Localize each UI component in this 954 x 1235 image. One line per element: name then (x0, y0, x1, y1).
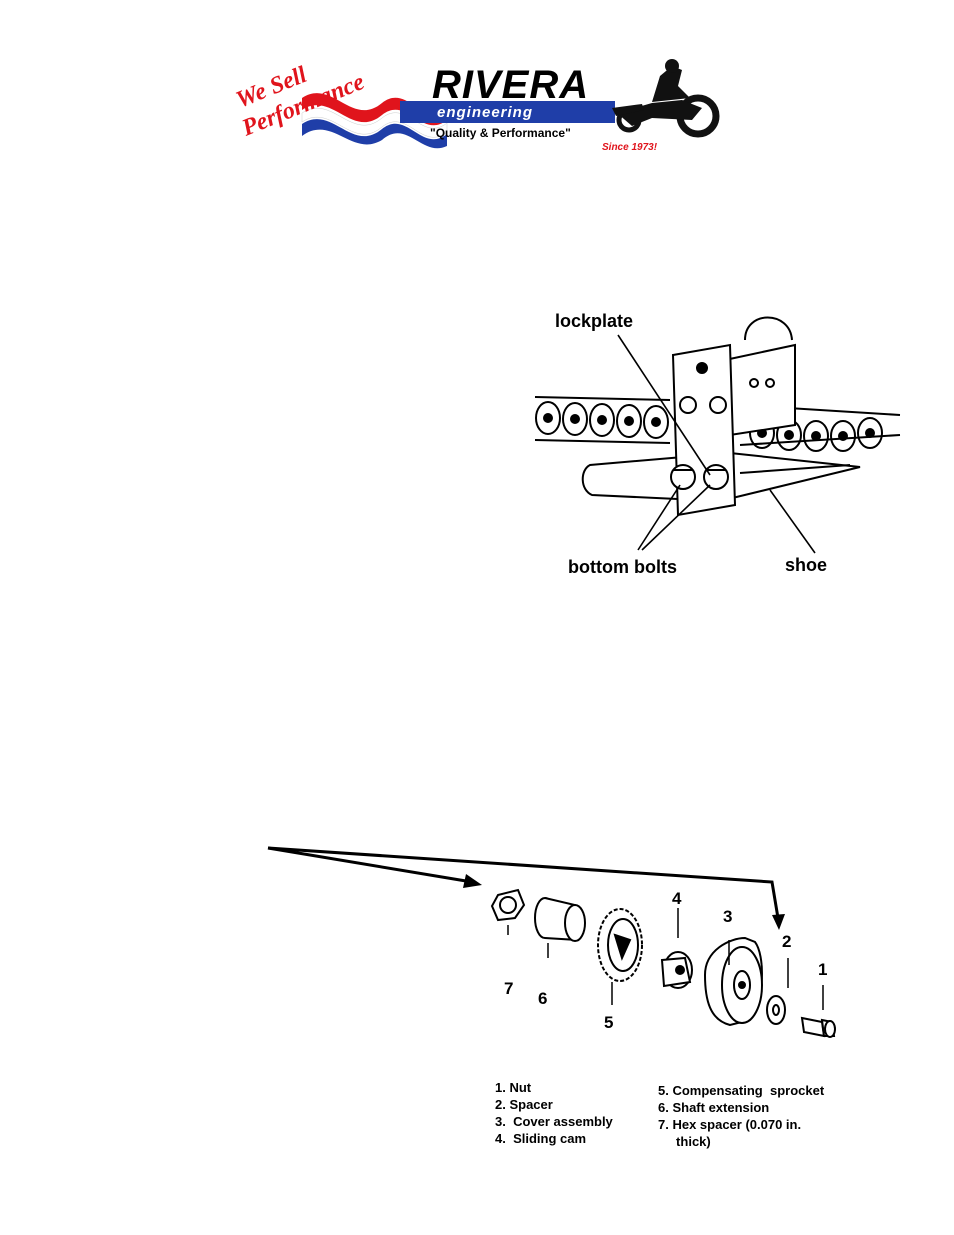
brand-name: RIVERA (432, 63, 589, 107)
part-number-3: 3 (723, 907, 732, 926)
sprocket-part (597, 908, 643, 982)
legend-item: 3. Cover assembly (495, 1114, 613, 1129)
legend-item: 7. Hex spacer (0.070 in. (658, 1117, 802, 1132)
legend-item: 4. Sliding cam (495, 1131, 587, 1146)
spacer-part (766, 995, 786, 1025)
nut-part (800, 1016, 836, 1038)
brand-tagline: "Quality & Performance" (430, 126, 571, 140)
legend-item: thick) (658, 1134, 711, 1149)
since-year: Since 1973! (602, 142, 658, 153)
motorcycle-icon (612, 59, 720, 138)
engineering-banner (400, 101, 615, 123)
legend-item: 2. Spacer (495, 1097, 553, 1112)
label-shoe: shoe (785, 555, 827, 575)
part-number-5: 5 (604, 1013, 613, 1032)
label-lockplate: lockplate (555, 311, 633, 331)
part-number-2: 2 (782, 932, 791, 951)
brand-subname: engineering (437, 104, 533, 121)
legend-item: 5. Compensating sprocket (658, 1083, 825, 1098)
legend-item: 1. Nut (495, 1080, 532, 1095)
chain-tensioner-diagram: lockplate bottom bolts shoe (534, 311, 901, 577)
compensating-sprocket-exploded-view: 7 6 5 4 3 2 1 (267, 846, 836, 1038)
cover-assembly-part (703, 936, 763, 1027)
bracket-back (723, 343, 796, 437)
legend-item: 6. Shaft extension (658, 1100, 770, 1115)
rivera-engineering-logo: We Sell Performance RIVERA engineering "… (233, 59, 720, 153)
parts-legend-left: 1. Nut 2. Spacer 3. Cover assembly 4. Sl… (495, 1079, 655, 1147)
flag-graphic (301, 93, 448, 149)
label-bottom-bolts: bottom bolts (568, 557, 677, 577)
bottom-bolts (670, 464, 729, 490)
part-number-7: 7 (504, 979, 513, 998)
pointer-arrows (267, 846, 780, 919)
sliding-cam-part (660, 951, 693, 989)
part-number-6: 6 (538, 989, 547, 1008)
shaft-extension-part (534, 897, 586, 942)
part-number-4: 4 (672, 889, 682, 908)
parts-legend-right: 5. Compensating sprocket 6. Shaft extens… (658, 1082, 858, 1150)
part-number-1: 1 (818, 960, 827, 979)
drive-chain (534, 396, 901, 452)
